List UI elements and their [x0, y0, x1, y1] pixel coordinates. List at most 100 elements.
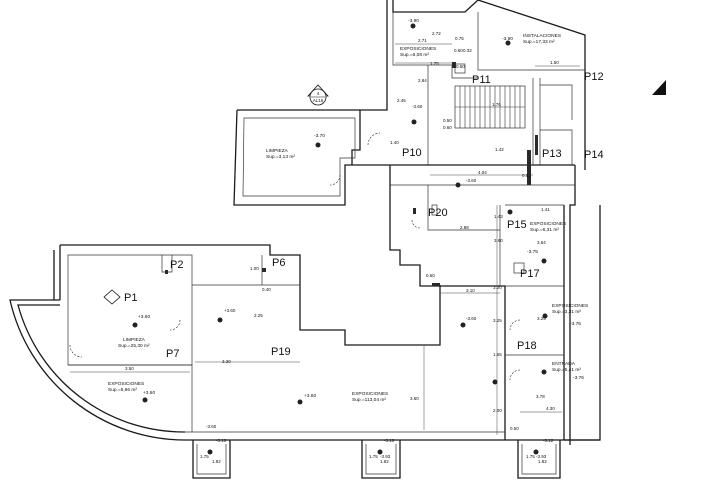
- dimension-value: 3.50: [125, 366, 134, 371]
- bottom-bay-2-inner: [365, 444, 397, 475]
- dimension-value: 2.88: [460, 225, 469, 230]
- dimension-value: 1.00: [250, 266, 259, 271]
- room-level: -3.90: [502, 36, 513, 42]
- wall-outline-segment: [60, 244, 441, 346]
- section-marker-sheet: AL16: [313, 98, 324, 103]
- bottom-bay-1: [192, 440, 231, 479]
- dimension-value: 1.42: [495, 147, 504, 152]
- dimension-value: 0.60: [443, 125, 452, 130]
- room-tag: P2: [170, 259, 183, 271]
- north-arrow-icon: [652, 80, 666, 95]
- dimension-value: 1.40: [390, 140, 399, 145]
- bottom-bay-1-inner: [196, 444, 227, 475]
- dimension-value: 1.75: [200, 454, 209, 459]
- dimension-value: 2.71: [418, 38, 427, 43]
- partition: [477, 12, 585, 71]
- dimension-value: 1.82: [212, 459, 221, 464]
- room-area: Sup.=5,96 m²: [108, 387, 137, 393]
- dimension-value: 3.78: [536, 394, 545, 399]
- room-area: Sup.=3,13 m²: [266, 154, 295, 160]
- door-swing: [509, 369, 521, 381]
- room-level: +3.60: [143, 390, 155, 396]
- level-label: -3.93: [380, 454, 391, 459]
- room-tag: P19: [271, 346, 291, 358]
- door-swing: [69, 344, 83, 358]
- room-labels: INSTALACIONES Sup.=17,33 m² -3.90 EXPOSI…: [108, 18, 588, 403]
- door-swing: [411, 219, 421, 229]
- wall-outline-segment: [392, 0, 479, 13]
- dimension-value: 3.20: [493, 285, 502, 290]
- dimension-value: 0.60: [454, 48, 463, 53]
- room-name: EXPOSICIONES: [552, 303, 588, 309]
- dimension-value: 3.10: [466, 288, 475, 293]
- room-limpieza-top-walls: [242, 117, 356, 197]
- level-label: -3.60: [466, 178, 477, 183]
- dimension-value: 0.32: [463, 48, 472, 53]
- door-swing: [367, 132, 381, 146]
- dimension-value: 2.00: [493, 408, 502, 413]
- room-name: ENTRADA: [552, 361, 576, 367]
- bottom-bay-2: [361, 440, 401, 479]
- dimension-value: 3.30: [222, 359, 231, 364]
- dimension-value: 0.60: [426, 273, 435, 278]
- room-name: LIMPIEZA: [266, 148, 289, 154]
- section-marker: 4 AL16: [307, 84, 329, 106]
- dimension-value: 0.82: [522, 173, 531, 178]
- room-level: +3.60: [304, 393, 316, 399]
- room-tag: P20: [428, 207, 448, 219]
- room-area: Sup.=113,04 m²: [352, 397, 386, 403]
- small-niche: [454, 63, 466, 74]
- level-label: -3.10: [216, 438, 227, 443]
- dimension-value: 3.64: [537, 240, 546, 245]
- dimension-value: 4.30: [546, 406, 555, 411]
- partition: [540, 84, 573, 120]
- dimension-value: 4.04: [478, 170, 487, 175]
- room-level: -3.70: [314, 133, 325, 139]
- dimension-value: 3.25: [493, 318, 502, 323]
- level-label: -3.60: [206, 424, 217, 429]
- curved-inner-wall: [17, 304, 186, 433]
- level-label: -3.60: [466, 316, 477, 321]
- level-label: -3.60: [412, 104, 423, 109]
- dimension-value: 2.45: [397, 98, 406, 103]
- dimension-value: 0.40: [262, 287, 271, 292]
- room-tag: P13: [542, 148, 562, 160]
- room-area: Sup.=17,33 m²: [523, 39, 555, 45]
- door-swing: [169, 319, 181, 331]
- room-tag: P12: [584, 71, 604, 83]
- dimension-value: 0.50: [443, 118, 452, 123]
- room-name: EXPOSICIONES: [108, 381, 144, 387]
- diamond-marker-icon: [103, 289, 121, 305]
- room-level: -3.76: [573, 375, 584, 381]
- room-tags: P1 P2 P6 P7 P10 P11 P12 P13 P14 P15 P17 …: [124, 71, 604, 360]
- room-tag: P7: [166, 348, 179, 360]
- bottom-bay-3: [517, 440, 561, 479]
- level-symbols: [132, 23, 548, 455]
- dimension-value: 1.43: [494, 214, 503, 219]
- level-label: -3.10: [384, 438, 395, 443]
- small-niche: [431, 204, 438, 216]
- door-swing: [509, 319, 521, 331]
- dimension-value: 3.60: [410, 396, 419, 401]
- room-area: Sup.=6,08 m²: [400, 52, 429, 58]
- stair-treads: [455, 86, 525, 128]
- level-label: +3.60: [224, 308, 236, 313]
- room-name: EXPOSICIONES: [400, 46, 436, 52]
- dimension-lines: [70, 43, 580, 435]
- dimension-value: 1.65: [493, 352, 502, 357]
- wall-outline-segment: [389, 165, 506, 440]
- columns: [165, 62, 538, 286]
- small-niche: [513, 262, 525, 274]
- dimension-value: 2.72: [432, 31, 441, 36]
- wall-outline-segment: [477, 0, 586, 62]
- dimension-value: 0.75: [455, 36, 464, 41]
- dimension-value: 1.76: [492, 102, 501, 107]
- walls: [9, 0, 601, 479]
- dimension-numbers: 2.72 2.71 0.75 0.60 0.32 1.75 0.50 1.50 …: [125, 31, 559, 464]
- room-tag: P14: [584, 149, 604, 161]
- doors: [69, 132, 521, 381]
- room-expos-left-walls: [68, 364, 193, 432]
- room-tag: P10: [402, 147, 422, 159]
- room-tag: P11: [472, 74, 491, 86]
